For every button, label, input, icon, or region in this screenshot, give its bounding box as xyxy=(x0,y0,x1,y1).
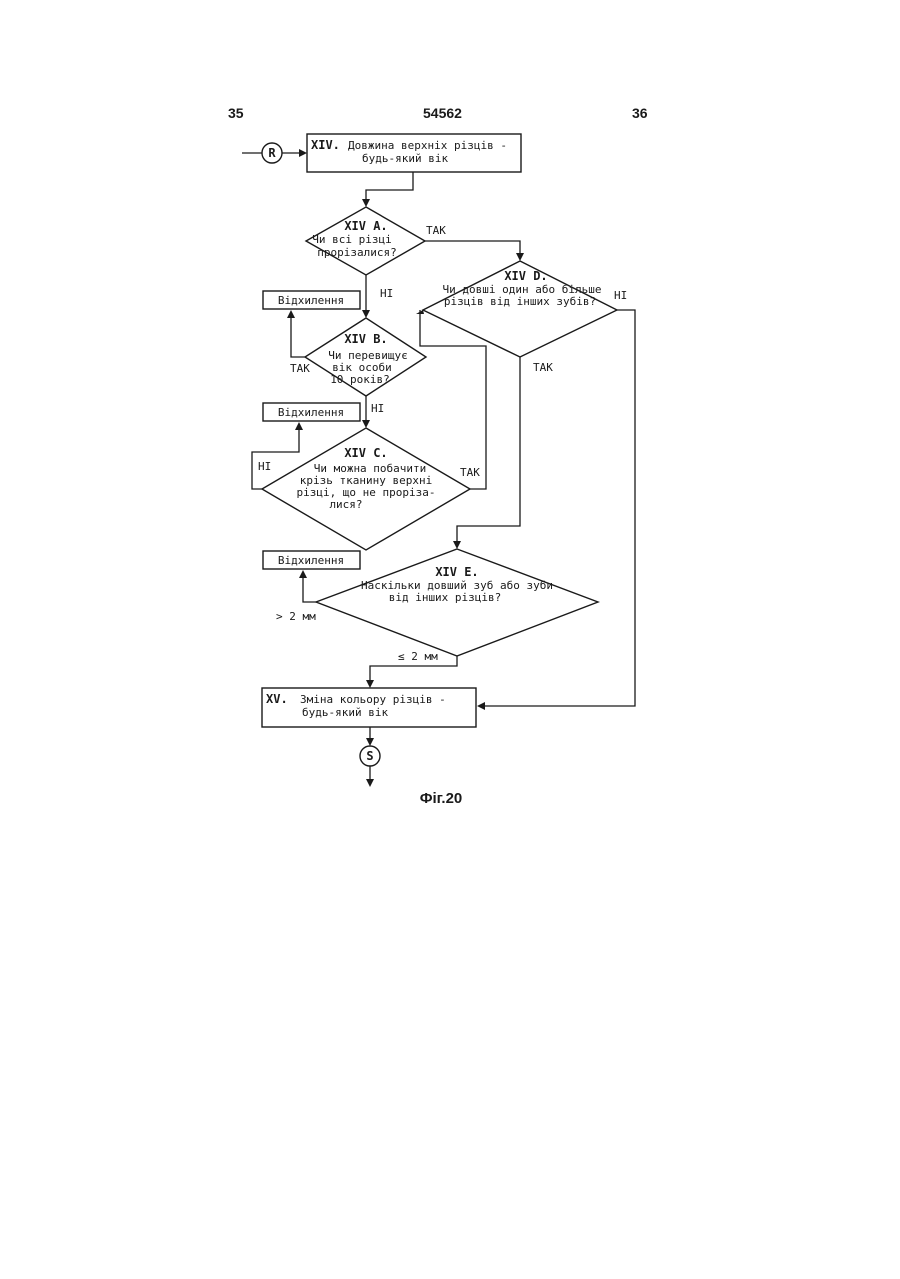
edge-label-d-yes: ТАК xyxy=(533,361,553,374)
edge-b-yes xyxy=(291,317,305,357)
start-to-box-arrow xyxy=(299,149,307,157)
edge-a-no-arrow xyxy=(362,310,370,318)
edge-a-yes-arrow xyxy=(516,253,524,261)
edge-label-a-no: НІ xyxy=(380,287,393,300)
edge-c-no-arrow xyxy=(295,422,303,430)
decision-d-code: XIV D. xyxy=(504,269,547,283)
edge-b-no-arrow xyxy=(362,420,370,428)
edge-d-no-arrow xyxy=(477,702,485,710)
edge-label-c-no: НІ xyxy=(258,460,271,473)
edge-label-c-yes: ТАК xyxy=(460,466,480,479)
edge-label-d-no: НІ xyxy=(614,289,627,302)
box-xv-line1: Зміна кольору різців - xyxy=(300,693,446,706)
edge-label-a-yes: ТАК xyxy=(426,224,446,237)
edge-b-yes-arrow xyxy=(287,310,295,318)
patent-number: 54562 xyxy=(423,105,462,121)
exit-arrow-head xyxy=(366,779,374,787)
edge-d-yes-arrow xyxy=(453,541,461,549)
box-xiv-code: XIV. xyxy=(311,138,340,152)
edge-xiv-to-a-arrow xyxy=(362,199,370,207)
edge-e-less-arrow xyxy=(366,680,374,688)
edge-e-more-arrow xyxy=(299,570,307,578)
page-number-left: 35 xyxy=(228,105,244,121)
decision-a-line2: прорізалися? xyxy=(317,246,396,259)
decision-c-code: XIV C. xyxy=(344,446,387,460)
edge-d-no xyxy=(484,310,635,706)
outcome-e-label: Відхилення xyxy=(278,554,344,567)
start-connector-label: R xyxy=(268,146,276,160)
edge-label-b-no: НІ xyxy=(371,402,384,415)
box-xiv-line1: Довжина верхніх різців - xyxy=(348,139,507,152)
box-xv-line2: будь-який вік xyxy=(302,706,388,719)
edge-label-b-yes: ТАК xyxy=(290,362,310,375)
decision-b-line3: 10 років? xyxy=(330,373,390,386)
decision-c-line4: лися? xyxy=(329,498,362,511)
edge-e-more xyxy=(303,577,316,602)
box-xv-code: XV. xyxy=(266,692,288,706)
box-xiv-line2: будь-який вік xyxy=(362,152,448,165)
end-connector-label: S xyxy=(366,749,373,763)
decision-e-line2: від інших різців? xyxy=(389,591,502,604)
edge-d-yes xyxy=(457,357,520,542)
decision-a-code: XIV A. xyxy=(344,219,387,233)
outcome-c-label: Відхилення xyxy=(278,406,344,419)
edge-label-e-less: ≤ 2 мм xyxy=(398,650,438,663)
edge-c-yes xyxy=(420,310,486,489)
decision-a-line1: Чи всі різці xyxy=(312,233,391,246)
outcome-b-label: Відхилення xyxy=(278,294,344,307)
edge-a-yes xyxy=(425,241,520,254)
decision-b-code: XIV B. xyxy=(344,332,387,346)
edge-xv-to-s-arrow xyxy=(366,738,374,746)
page-number-right: 36 xyxy=(632,105,648,121)
edge-label-e-more: > 2 мм xyxy=(276,610,316,623)
figure-caption: Фіг.20 xyxy=(420,790,463,807)
edge-xiv-to-a xyxy=(366,172,413,200)
decision-c-line3: різці, що не прорізa- xyxy=(296,486,435,499)
decision-e-code: XIV E. xyxy=(435,565,478,579)
decision-d-line2: різців від інших зубів? xyxy=(444,295,596,308)
